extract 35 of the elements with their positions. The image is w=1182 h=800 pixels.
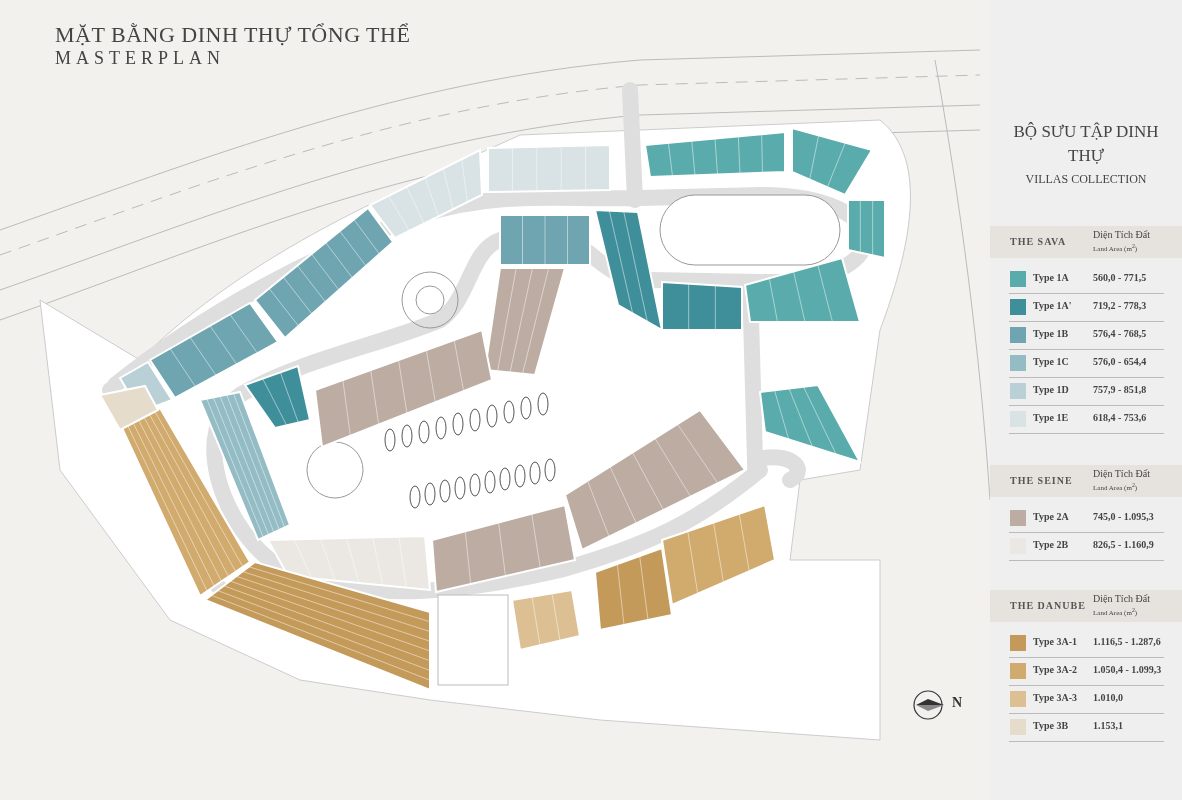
collection-name: THE SAVA xyxy=(1010,236,1067,247)
area-range: 1.153,1 xyxy=(1093,720,1123,731)
panel-subheading: VILLAS COLLECTION xyxy=(1024,172,1148,187)
area-range: 560,0 - 771,5 xyxy=(1093,272,1147,283)
legend-label: Type 1D xyxy=(1033,384,1069,395)
area-range: 576,4 - 768,5 xyxy=(1093,328,1147,339)
legend-label: Type 3B xyxy=(1033,720,1069,731)
legend-label: Type 1A xyxy=(1033,272,1069,283)
legend-label: Type 1C xyxy=(1033,356,1069,367)
panel-heading: BỘ SƯU TẬP DINH THỰ xyxy=(1012,121,1160,167)
area-range: 1.116,5 - 1.287,6 xyxy=(1093,636,1161,647)
title: MẶT BẰNG DINH THỰ TỔNG THỂ xyxy=(55,22,411,48)
column-header: Diện Tích Đất xyxy=(1093,468,1151,479)
legend-label: Type 3A-2 xyxy=(1033,664,1077,675)
area-range: 1.050,4 - 1.099,3 xyxy=(1093,664,1162,675)
legend-label: Type 3A-3 xyxy=(1033,692,1077,703)
area-range: 719,2 - 778,3 xyxy=(1093,300,1147,311)
legend-label: Type 1A' xyxy=(1033,300,1072,311)
area-range: 826,5 - 1.160,9 xyxy=(1093,539,1154,550)
area-range: 757,9 - 851,8 xyxy=(1093,384,1147,395)
collection-name: THE DANUBE xyxy=(1010,600,1086,611)
legend-label: Type 2A xyxy=(1033,511,1069,522)
column-header: Diện Tích Đất xyxy=(1093,229,1151,240)
area-range: 1.010,0 xyxy=(1093,692,1123,703)
north-label: N xyxy=(952,695,963,711)
legend-label: Type 3A-1 xyxy=(1033,636,1077,647)
legend-label: Type 1B xyxy=(1033,328,1069,339)
legend-label: Type 1E xyxy=(1033,412,1069,423)
area-range: 745,0 - 1.095,3 xyxy=(1093,511,1154,522)
column-header: Diện Tích Đất xyxy=(1093,593,1151,604)
legend-label: Type 2B xyxy=(1033,539,1069,550)
collection-name: THE SEINE xyxy=(1010,475,1073,486)
area-range: 618,4 - 753,6 xyxy=(1093,412,1147,423)
area-range: 576,0 - 654,4 xyxy=(1093,356,1147,367)
subtitle: MASTERPLAN xyxy=(55,48,225,69)
